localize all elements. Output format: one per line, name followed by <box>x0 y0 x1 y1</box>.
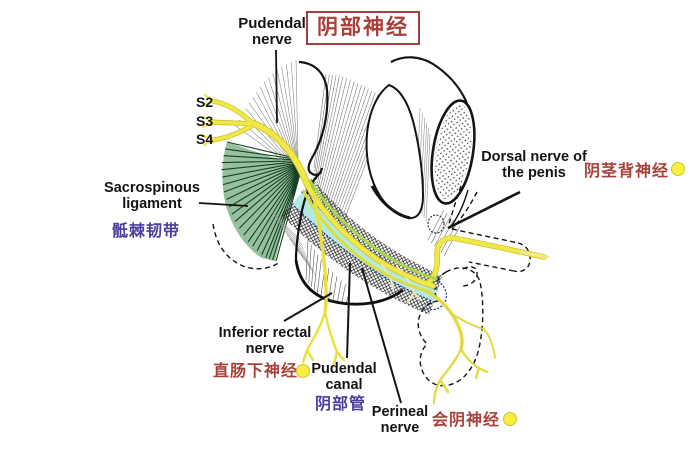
leader-lines <box>198 49 521 404</box>
pudendal-canal-label-zh: 阴部管 <box>315 396 367 413</box>
yellow-dot-marker <box>296 364 310 378</box>
perineal-nerve-label-zh: 会阴神经 <box>432 412 501 429</box>
cut-bone-oval <box>430 99 476 205</box>
yellow-dot-marker <box>503 412 517 426</box>
pudendal-nerve-label-zh: 阴部神经 <box>306 11 420 45</box>
yellow-dot-marker <box>671 162 685 176</box>
pelvis-outline-right <box>390 56 472 115</box>
root-label-s2: S2 <box>196 94 214 110</box>
dashed-outlines <box>212 185 531 387</box>
sciatic-foramen-opening <box>365 83 425 220</box>
inferior-rectal-label-zh: 直肠下神经 <box>213 363 299 380</box>
pudendal-nerve-shape <box>201 93 550 405</box>
root-label-s3: S3 <box>196 113 214 129</box>
dorsal-nerve-label-zh: 阴茎背神经 <box>584 163 670 180</box>
sacrospinous-ligament-label-zh: 骶棘韧带 <box>112 223 181 240</box>
root-label-s4: S4 <box>196 131 214 147</box>
pelvis-outline-left <box>298 60 329 176</box>
